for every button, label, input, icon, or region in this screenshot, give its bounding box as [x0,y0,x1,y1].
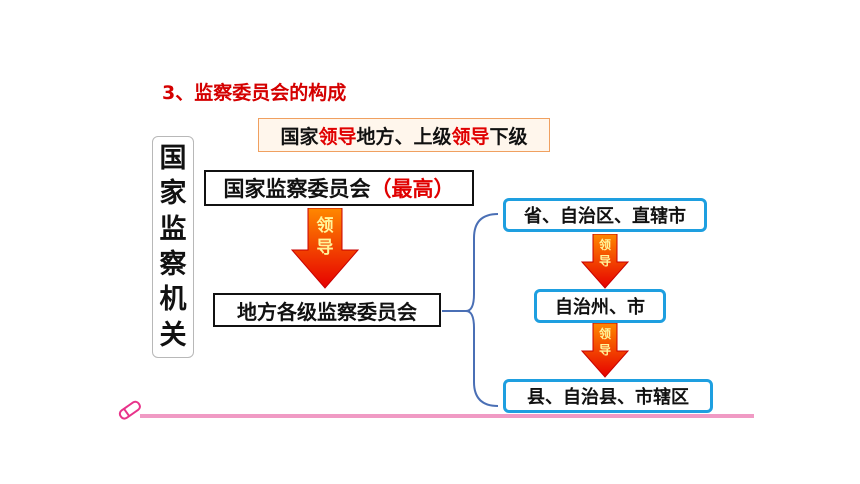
pencil-icon [118,400,141,420]
national-commission-name: 国家监察委员会 [223,177,371,201]
vertical-title-char: 关 [159,319,187,351]
section-heading: 3、监察委员会的构成 [162,82,347,104]
main-arrow-label-2: 导 [317,238,334,258]
upper-leadership-arrow: 领 导 [580,234,630,289]
footer-divider [140,414,754,418]
level-brace [442,213,499,407]
vertical-title-char: 机 [159,284,187,316]
lower-arrow-label-2: 导 [599,342,611,357]
vertical-title-char: 察 [159,249,187,281]
principle-highlight-1: 领导 [318,125,357,148]
national-commission-note: （最高） [370,177,455,201]
principle-part-5: 下级 [489,125,528,148]
main-arrow-label-1: 领 [317,215,334,236]
vertical-title-char: 家 [159,178,187,210]
city-level-box: 自治州、市 [534,289,666,323]
county-level-box: 县、自治县、市辖区 [503,379,713,413]
leadership-principle-banner: 国家领导地方、上级领导下级 [258,118,550,152]
local-commissions-box: 地方各级监察委员会 [213,293,441,327]
vertical-title-box: 国 家 监 察 机 关 [152,136,194,358]
upper-arrow-label-1: 领 [599,237,611,252]
principle-highlight-2: 领导 [451,125,490,148]
vertical-title-char: 监 [159,213,187,245]
lower-arrow-label-1: 领 [599,326,611,341]
national-commission-box: 国家监察委员会（最高） [204,170,474,206]
principle-part-3: 地方、上级 [356,125,452,148]
upper-arrow-label-2: 导 [599,253,611,268]
main-leadership-arrow: 领 导 [290,208,360,289]
vertical-title-char: 国 [159,143,187,175]
lower-leadership-arrow: 领 导 [580,323,630,378]
province-level-box: 省、自治区、直辖市 [503,198,707,232]
principle-part-1: 国家 [280,125,319,148]
